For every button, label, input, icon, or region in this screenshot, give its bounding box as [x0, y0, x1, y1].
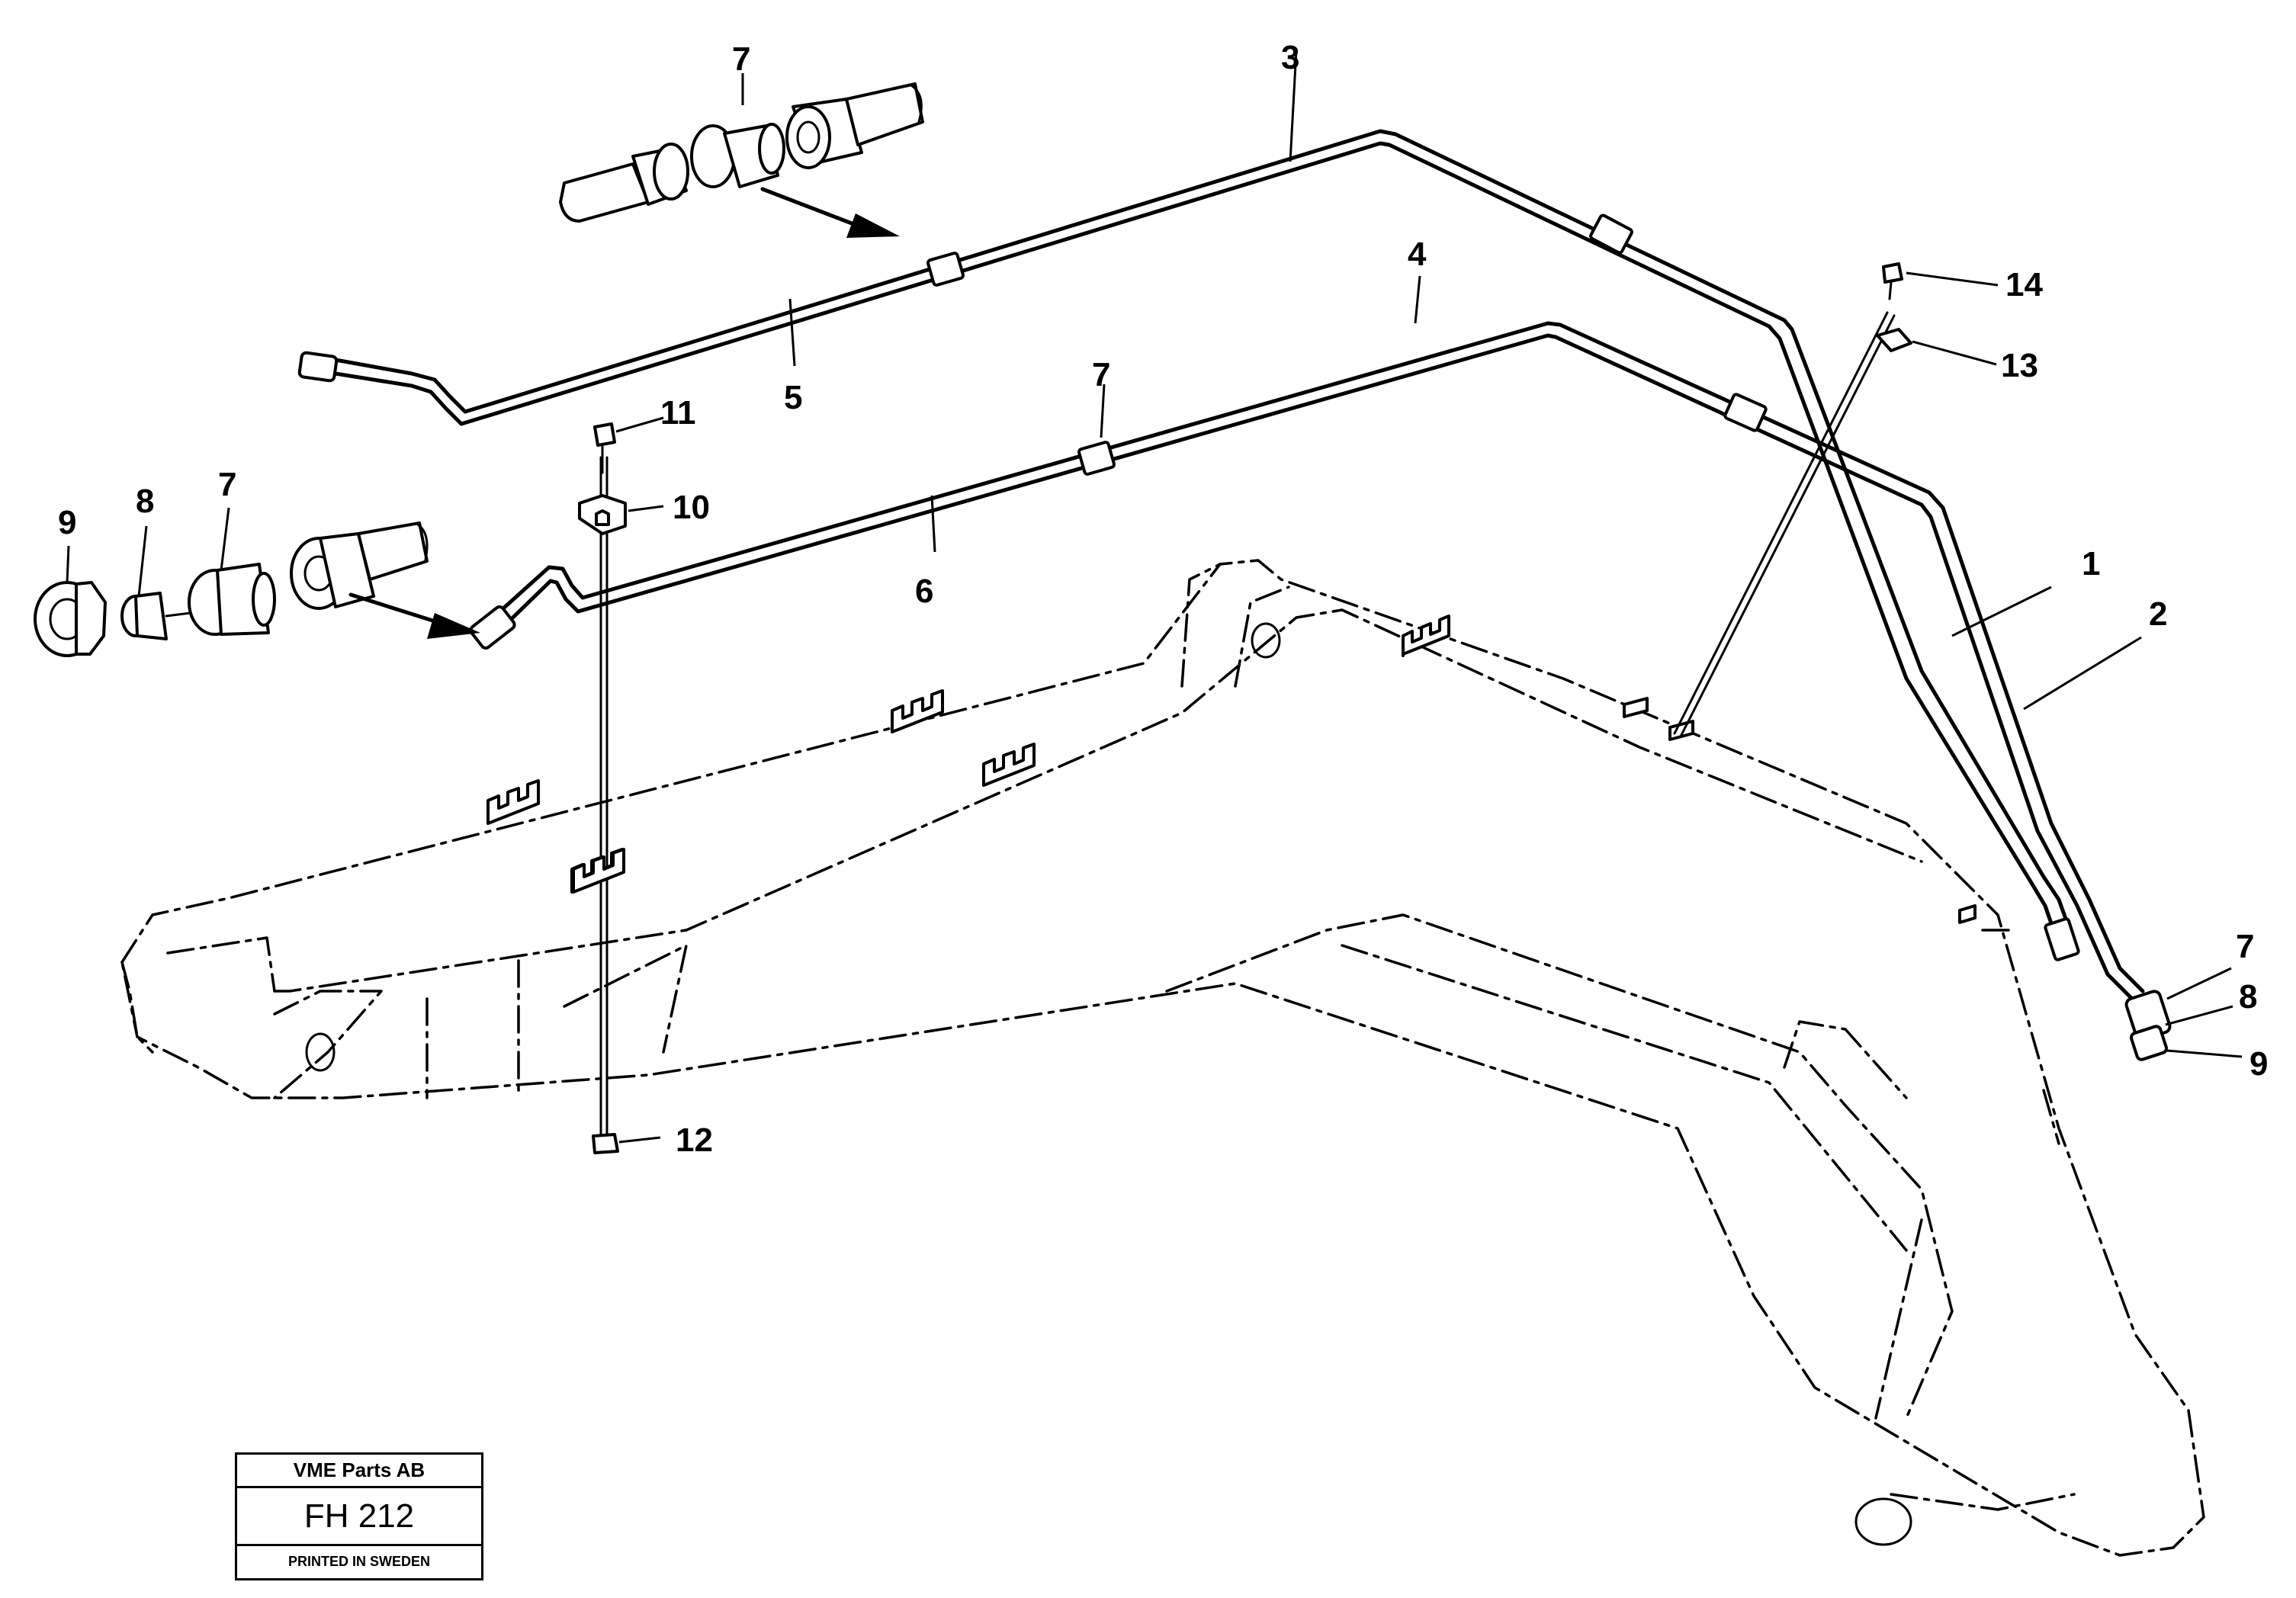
callout-7-right: 7	[2236, 928, 2254, 965]
callout-8-left: 8	[136, 483, 154, 520]
boom-outline	[120, 559, 2205, 1557]
callout-9-right: 9	[2249, 1045, 2268, 1083]
callout-1: 1	[2082, 545, 2100, 582]
hydraulic-pipe-upper	[297, 129, 2080, 961]
callout-2: 2	[2149, 595, 2167, 633]
left-fitting-assembly	[34, 521, 480, 657]
callout-5: 5	[784, 379, 802, 416]
stamp-drawing-code: FH 212	[237, 1488, 481, 1546]
callout-14: 14	[2005, 266, 2043, 303]
callout-9-left: 9	[58, 504, 76, 541]
callout-12: 12	[676, 1121, 713, 1159]
callout-3: 3	[1281, 39, 1299, 76]
leader-lines	[66, 50, 2243, 1144]
callout-7-left: 7	[218, 466, 236, 503]
callout-11: 11	[660, 394, 696, 432]
clamp-assembly-right	[1673, 262, 1912, 738]
title-stamp: VME Parts AB FH 212 PRINTED IN SWEDEN	[235, 1452, 483, 1580]
clamp-assembly-left	[572, 422, 627, 1154]
callout-7-mid: 7	[1092, 356, 1110, 393]
callout-13: 13	[2001, 347, 2038, 384]
top-fitting-assembly	[559, 82, 924, 238]
boom-clamp-blocks	[486, 614, 1976, 924]
hydraulic-pipe-lower	[469, 321, 2172, 1061]
callout-8-right: 8	[2239, 978, 2257, 1016]
stamp-company: VME Parts AB	[237, 1455, 481, 1488]
callout-4: 4	[1408, 236, 1427, 273]
callout-7-top: 7	[732, 40, 750, 78]
stamp-print-note: PRINTED IN SWEDEN	[287, 1554, 430, 1569]
callout-labels: 1 2 3 4 5 6 7 7 7 7 8 8 9 9 10 11 12 13 …	[58, 39, 2268, 1159]
callout-6: 6	[915, 573, 933, 610]
callout-10: 10	[673, 489, 710, 526]
